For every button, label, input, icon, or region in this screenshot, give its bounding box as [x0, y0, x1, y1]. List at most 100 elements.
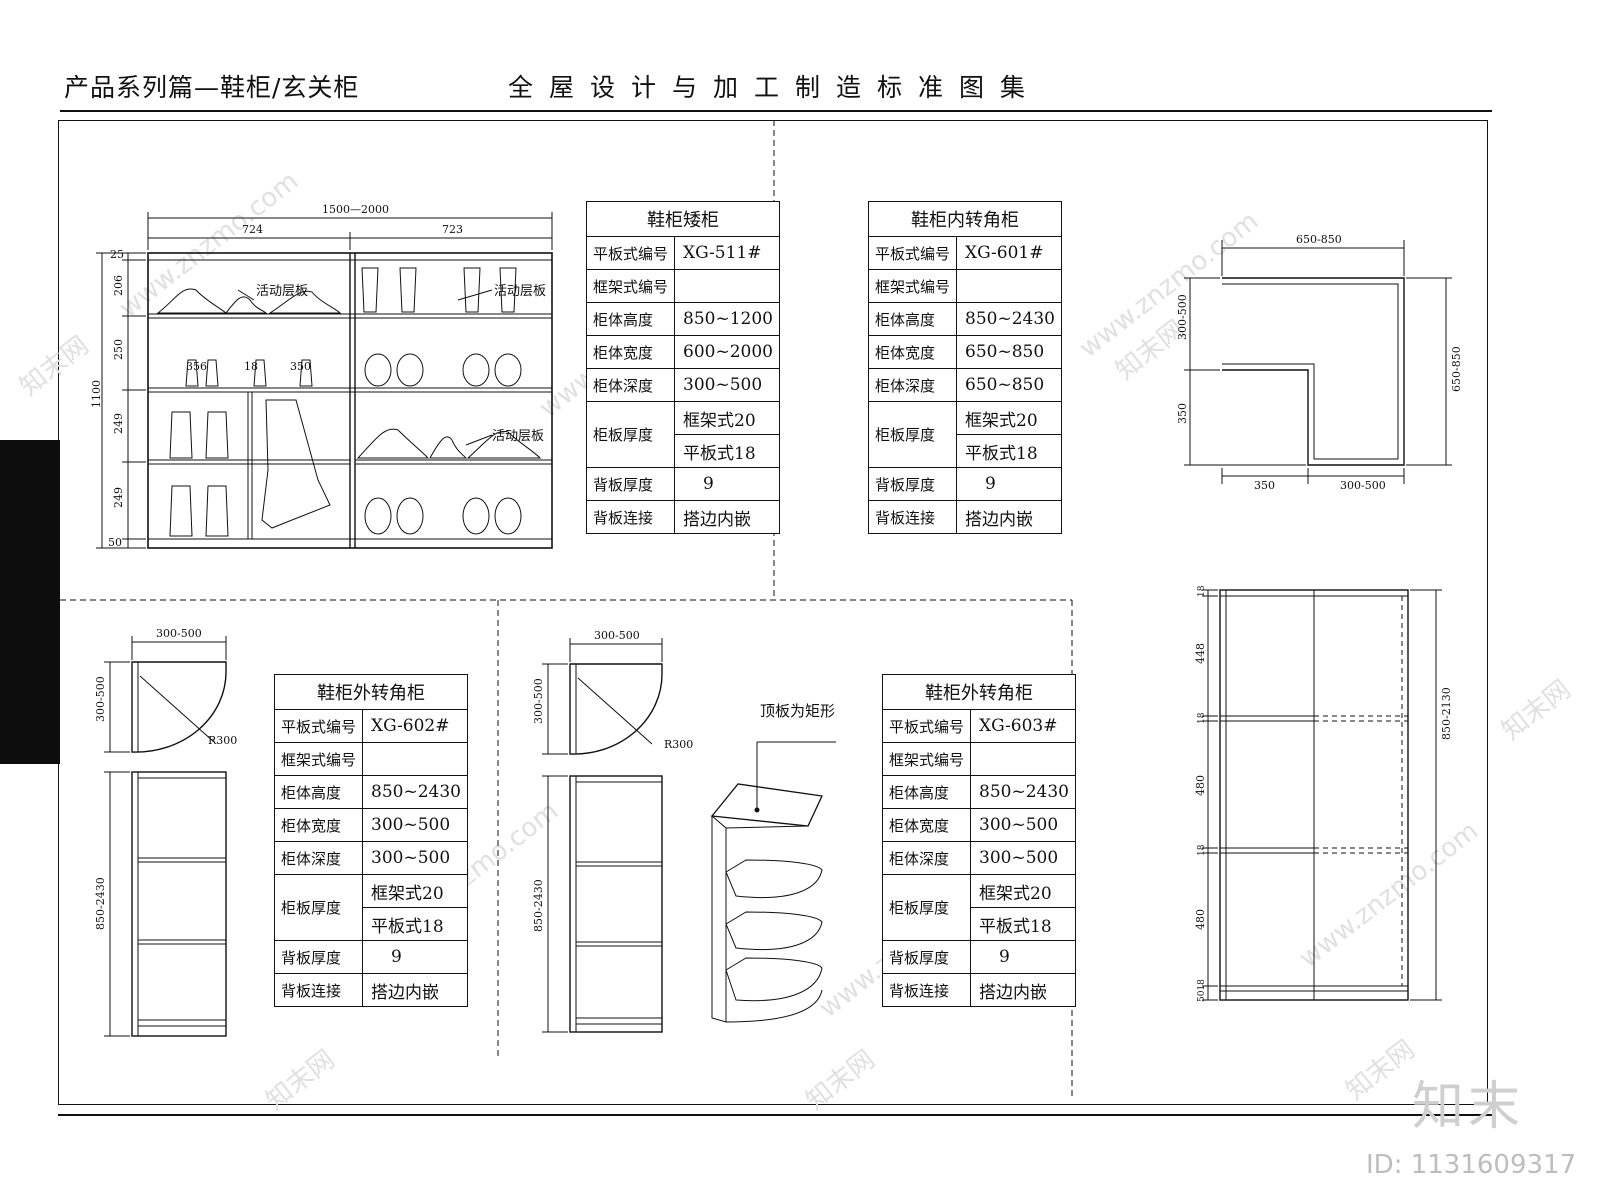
- dim-elev-2: 448: [1194, 643, 1207, 664]
- dim-603-width: 300-500: [594, 629, 640, 642]
- dim-left-width: 724: [242, 223, 263, 236]
- spec-cell: [956, 269, 1062, 303]
- spec-cell: [674, 269, 780, 303]
- dim-602-height: 850-2430: [94, 877, 107, 930]
- spec-cell: 850~1200: [674, 302, 780, 336]
- spec-cell: 背板连接: [867, 500, 958, 534]
- spec-cell: 300~500: [970, 808, 1076, 842]
- brand-watermark: 知末: [1412, 1077, 1525, 1137]
- note-movable-shelf-1: 活动层板: [256, 284, 308, 299]
- dim-height-2: 250: [112, 339, 125, 360]
- outer-corner-602-drawings: [104, 636, 227, 1037]
- spec-cell: 背板厚度: [867, 467, 958, 501]
- table-title: 鞋柜矮柜: [586, 201, 780, 237]
- spec-cell: 9: [362, 940, 468, 974]
- dim-plan-bottom-right: 300-500: [1340, 479, 1386, 492]
- spec-cell: 650~850: [956, 335, 1062, 369]
- spec-cell: 平板式18: [956, 434, 1062, 468]
- image-id-label: ID: 1131609317: [1366, 1150, 1577, 1180]
- dim-height-4: 249: [112, 487, 125, 508]
- spec-cell: 850~2430: [362, 775, 468, 809]
- dim-total-height: 1100: [90, 380, 103, 408]
- dim-plan-left: 300-500: [1176, 294, 1189, 340]
- left-edge-tab: [0, 440, 60, 764]
- spec-cell: 搭边内嵌: [362, 973, 468, 1007]
- spec-cell: 300~500: [970, 841, 1076, 875]
- spec-cell: 柜体高度: [881, 775, 972, 809]
- spec-cell: 背板连接: [585, 500, 676, 534]
- dim-overall-width: 1500—2000: [322, 203, 389, 216]
- dim-plan-top: 650-850: [1296, 233, 1342, 246]
- header-rule: [60, 110, 1492, 112]
- dim-plan-right: 650-850: [1450, 346, 1463, 392]
- dim-elev-5: 18: [1197, 844, 1207, 856]
- spec-cell: 平板式18: [674, 434, 780, 468]
- dim-plan-left-lower: 350: [1176, 403, 1189, 424]
- spec-cell: 框架式编号: [585, 269, 676, 303]
- spec-cell: 柜体高度: [867, 302, 958, 336]
- spec-cell: 背板连接: [881, 973, 972, 1007]
- dim-right-width: 723: [442, 223, 463, 236]
- note-top-rectangular: 顶板为矩形: [760, 702, 835, 720]
- spec-cell: 背板连接: [273, 973, 364, 1007]
- spec-cell: 600~2000: [674, 335, 780, 369]
- spec-cell: 柜体深度: [585, 368, 676, 402]
- spec-cell: 柜体深度: [273, 841, 364, 875]
- table-title: 鞋柜外转角柜: [882, 674, 1076, 710]
- dim-603-height: 850-2430: [532, 879, 545, 932]
- spec-cell: 框架式编号: [867, 269, 958, 303]
- spec-cell: XG-603#: [970, 709, 1076, 743]
- spec-cell: 背板厚度: [273, 940, 364, 974]
- spec-cell: 平板式18: [362, 907, 468, 941]
- spec-cell: 柜板厚度: [585, 401, 676, 468]
- sheet-series-title: 产品系列篇—鞋柜/玄关柜: [64, 73, 360, 102]
- spec-cell: 柜板厚度: [881, 874, 972, 941]
- spec-cell: 850~2430: [970, 775, 1076, 809]
- drawing-dots: [754, 807, 760, 813]
- spec-cell: 框架式20: [956, 401, 1062, 435]
- spec-cell: 框架式20: [362, 874, 468, 908]
- dim-elev-3: 18: [1197, 712, 1207, 724]
- spec-cell: 300~500: [362, 841, 468, 875]
- dim-top-thickness: 25: [110, 248, 124, 261]
- spec-cell: 柜体宽度: [867, 335, 958, 369]
- spec-cell: 柜体宽度: [881, 808, 972, 842]
- dim-height-1: 206: [112, 275, 125, 296]
- low-cabinet-elevation: [96, 212, 553, 549]
- outer-corner-603-drawings: [542, 638, 836, 1033]
- spec-cell: 300~500: [362, 808, 468, 842]
- dim-height-3: 249: [112, 413, 125, 434]
- dim-603-radius: R300: [664, 738, 693, 751]
- spec-cell: 平板式编号: [867, 236, 958, 270]
- spec-cell: 背板厚度: [881, 940, 972, 974]
- dim-inner-c: 350: [290, 360, 311, 373]
- spec-cell: 搭边内嵌: [970, 973, 1076, 1007]
- spec-cell: 框架式编号: [881, 742, 972, 776]
- spec-cell: 9: [674, 467, 780, 501]
- spec-cell: XG-601#: [956, 236, 1062, 270]
- spec-cell: 650~850: [956, 368, 1062, 402]
- spec-cell: 9: [956, 467, 1062, 501]
- sheet-atlas-title: 全屋设计与加工制造标准图集: [508, 73, 1042, 102]
- dim-602-width: 300-500: [156, 627, 202, 640]
- dim-plan-bottom-left: 350: [1254, 479, 1275, 492]
- corner-cabinet-elevation: [1202, 589, 1442, 1001]
- dim-602-depth: 300-500: [94, 676, 107, 722]
- spec-cell: 柜体深度: [867, 368, 958, 402]
- spec-cell: 300~500: [674, 368, 780, 402]
- spec-cell: 柜板厚度: [867, 401, 958, 468]
- dim-602-radius: R300: [208, 734, 237, 747]
- dim-elev-1: 18: [1197, 585, 1207, 597]
- note-movable-shelf-2: 活动层板: [494, 284, 546, 299]
- spec-cell: 平板式编号: [881, 709, 972, 743]
- spec-cell: 框架式编号: [273, 742, 364, 776]
- dim-elev-4: 480: [1194, 775, 1207, 796]
- inner-corner-plan: [1184, 240, 1452, 484]
- spec-cell: 平板式编号: [585, 236, 676, 270]
- spec-cell: [362, 742, 468, 776]
- spec-cell: XG-602#: [362, 709, 468, 743]
- spec-cell: 背板厚度: [585, 467, 676, 501]
